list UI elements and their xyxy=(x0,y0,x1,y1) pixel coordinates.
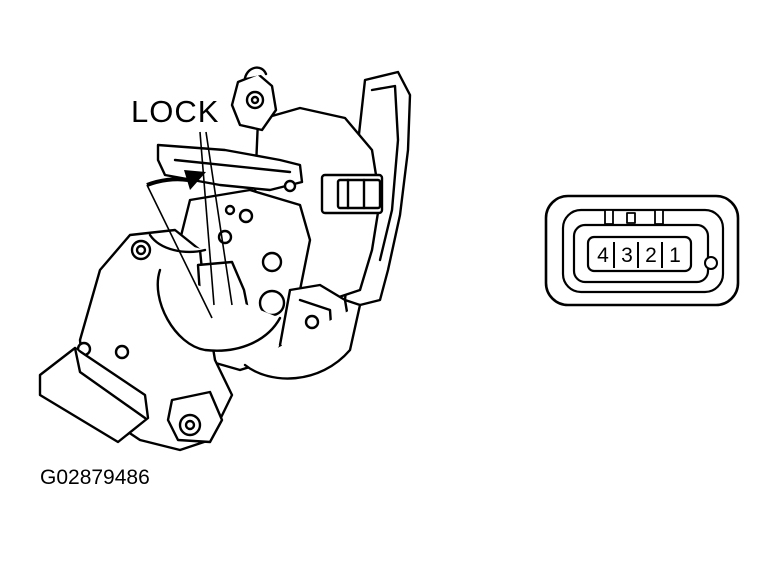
door-lock-actuator-drawing xyxy=(38,66,412,452)
connector-pin-2: 2 xyxy=(645,244,657,267)
connector-face xyxy=(544,194,740,307)
connector-pin-4: 4 xyxy=(597,244,609,267)
lock-direction-arrow xyxy=(146,170,206,190)
lock-leader-lines xyxy=(146,131,233,319)
connector-pin-3: 3 xyxy=(621,244,633,267)
figure-id-label: G02879486 xyxy=(40,466,150,489)
connector-pin-1: 1 xyxy=(669,244,681,267)
lock-callout-label: LOCK xyxy=(131,94,220,129)
